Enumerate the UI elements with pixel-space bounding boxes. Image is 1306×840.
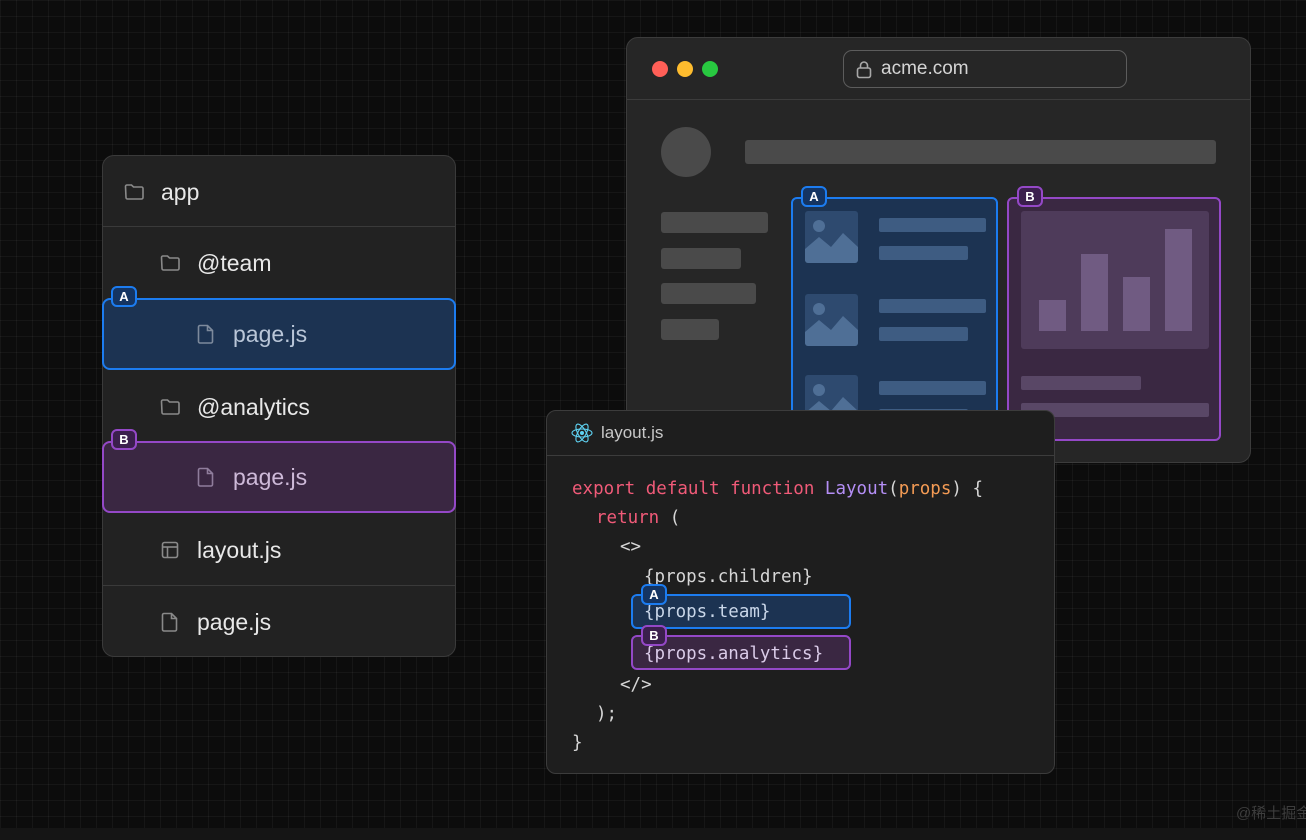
slot-a-badge: A	[801, 186, 827, 207]
tree-item-analytics-page[interactable]: page.js	[102, 441, 456, 513]
file-icon	[195, 323, 217, 345]
react-icon	[571, 422, 593, 444]
text-placeholder	[879, 299, 986, 313]
avatar-placeholder	[661, 127, 711, 177]
code-line-analytics: {props.analytics}	[644, 644, 824, 664]
folder-icon	[159, 252, 181, 274]
file-tree-panel: app @team page.js @analytics page.j	[102, 155, 456, 657]
file-icon	[195, 466, 217, 488]
slot-b-badge: B	[1017, 186, 1043, 207]
slot-a-badge: A	[641, 584, 667, 605]
sidebar-placeholder-line	[661, 319, 719, 340]
bottom-strip	[0, 828, 1306, 840]
divider	[103, 226, 455, 227]
chart-bar	[1123, 277, 1150, 331]
code-line-1: export default function Layout(props) {	[572, 479, 983, 499]
divider	[103, 585, 455, 586]
tree-item-label: page.js	[233, 320, 308, 347]
code-line-4: {props.children}	[644, 567, 813, 587]
analytics-slot-highlight	[631, 635, 851, 670]
slot-b-badge: B	[111, 429, 137, 450]
team-slot-highlight	[631, 594, 851, 629]
browser-titlebar: acme.com	[627, 38, 1250, 100]
tree-item-team-page[interactable]: page.js	[102, 298, 456, 370]
code-line-9: }	[572, 733, 583, 753]
slot-a-badge: A	[111, 286, 137, 307]
sidebar-placeholder-line	[661, 248, 741, 269]
chart-bar	[1165, 229, 1192, 331]
tree-item-label: @team	[197, 249, 272, 276]
address-bar[interactable]: acme.com	[843, 50, 1127, 88]
header-placeholder	[745, 140, 1216, 164]
text-placeholder	[1021, 376, 1141, 390]
code-editor: layout.js export default function Layout…	[546, 410, 1055, 774]
text-placeholder	[879, 218, 986, 232]
maximize-dot-icon[interactable]	[702, 61, 718, 77]
code-line-3: <>	[620, 537, 642, 557]
bar-chart-placeholder	[1021, 211, 1209, 349]
tree-item-label: app	[161, 178, 200, 205]
chart-bar	[1039, 300, 1066, 331]
folder-icon	[159, 396, 181, 418]
text-placeholder	[879, 327, 968, 341]
tree-item-label: page.js	[197, 608, 272, 635]
tree-item-layout-file[interactable]: layout.js	[103, 514, 455, 586]
sidebar-placeholder-line	[661, 212, 768, 233]
code-line-2: return (	[596, 508, 681, 528]
text-placeholder	[1021, 403, 1209, 417]
code-line-team: {props.team}	[644, 602, 771, 622]
text-placeholder	[879, 381, 986, 395]
url-text: acme.com	[881, 58, 969, 79]
analytics-slot-card	[1007, 197, 1221, 441]
code-line-8: );	[596, 704, 618, 724]
file-icon	[159, 611, 181, 633]
image-placeholder-icon	[805, 294, 858, 346]
tree-item-app[interactable]: app	[103, 156, 455, 228]
tree-item-analytics-folder[interactable]: @analytics	[103, 371, 455, 443]
layout-icon	[159, 539, 181, 561]
editor-tab[interactable]: layout.js	[547, 411, 1054, 456]
lock-icon	[856, 60, 872, 79]
image-placeholder-icon	[805, 211, 858, 263]
editor-filename: layout.js	[601, 423, 664, 442]
browser-window: acme.com	[626, 37, 1251, 463]
watermark: @稀土掘金	[1236, 805, 1306, 822]
code-line-7: </>	[620, 675, 652, 695]
folder-icon	[123, 181, 145, 203]
tree-item-label: layout.js	[197, 536, 282, 563]
close-dot-icon[interactable]	[652, 61, 668, 77]
tree-item-label: page.js	[233, 463, 308, 490]
chart-bar	[1081, 254, 1108, 331]
tree-item-team-folder[interactable]: @team	[103, 227, 455, 299]
slot-b-badge: B	[641, 625, 667, 646]
sidebar-placeholder-line	[661, 283, 756, 304]
tree-item-root-page[interactable]: page.js	[103, 586, 455, 658]
minimize-dot-icon[interactable]	[677, 61, 693, 77]
tree-item-label: @analytics	[197, 393, 310, 420]
text-placeholder	[879, 246, 968, 260]
